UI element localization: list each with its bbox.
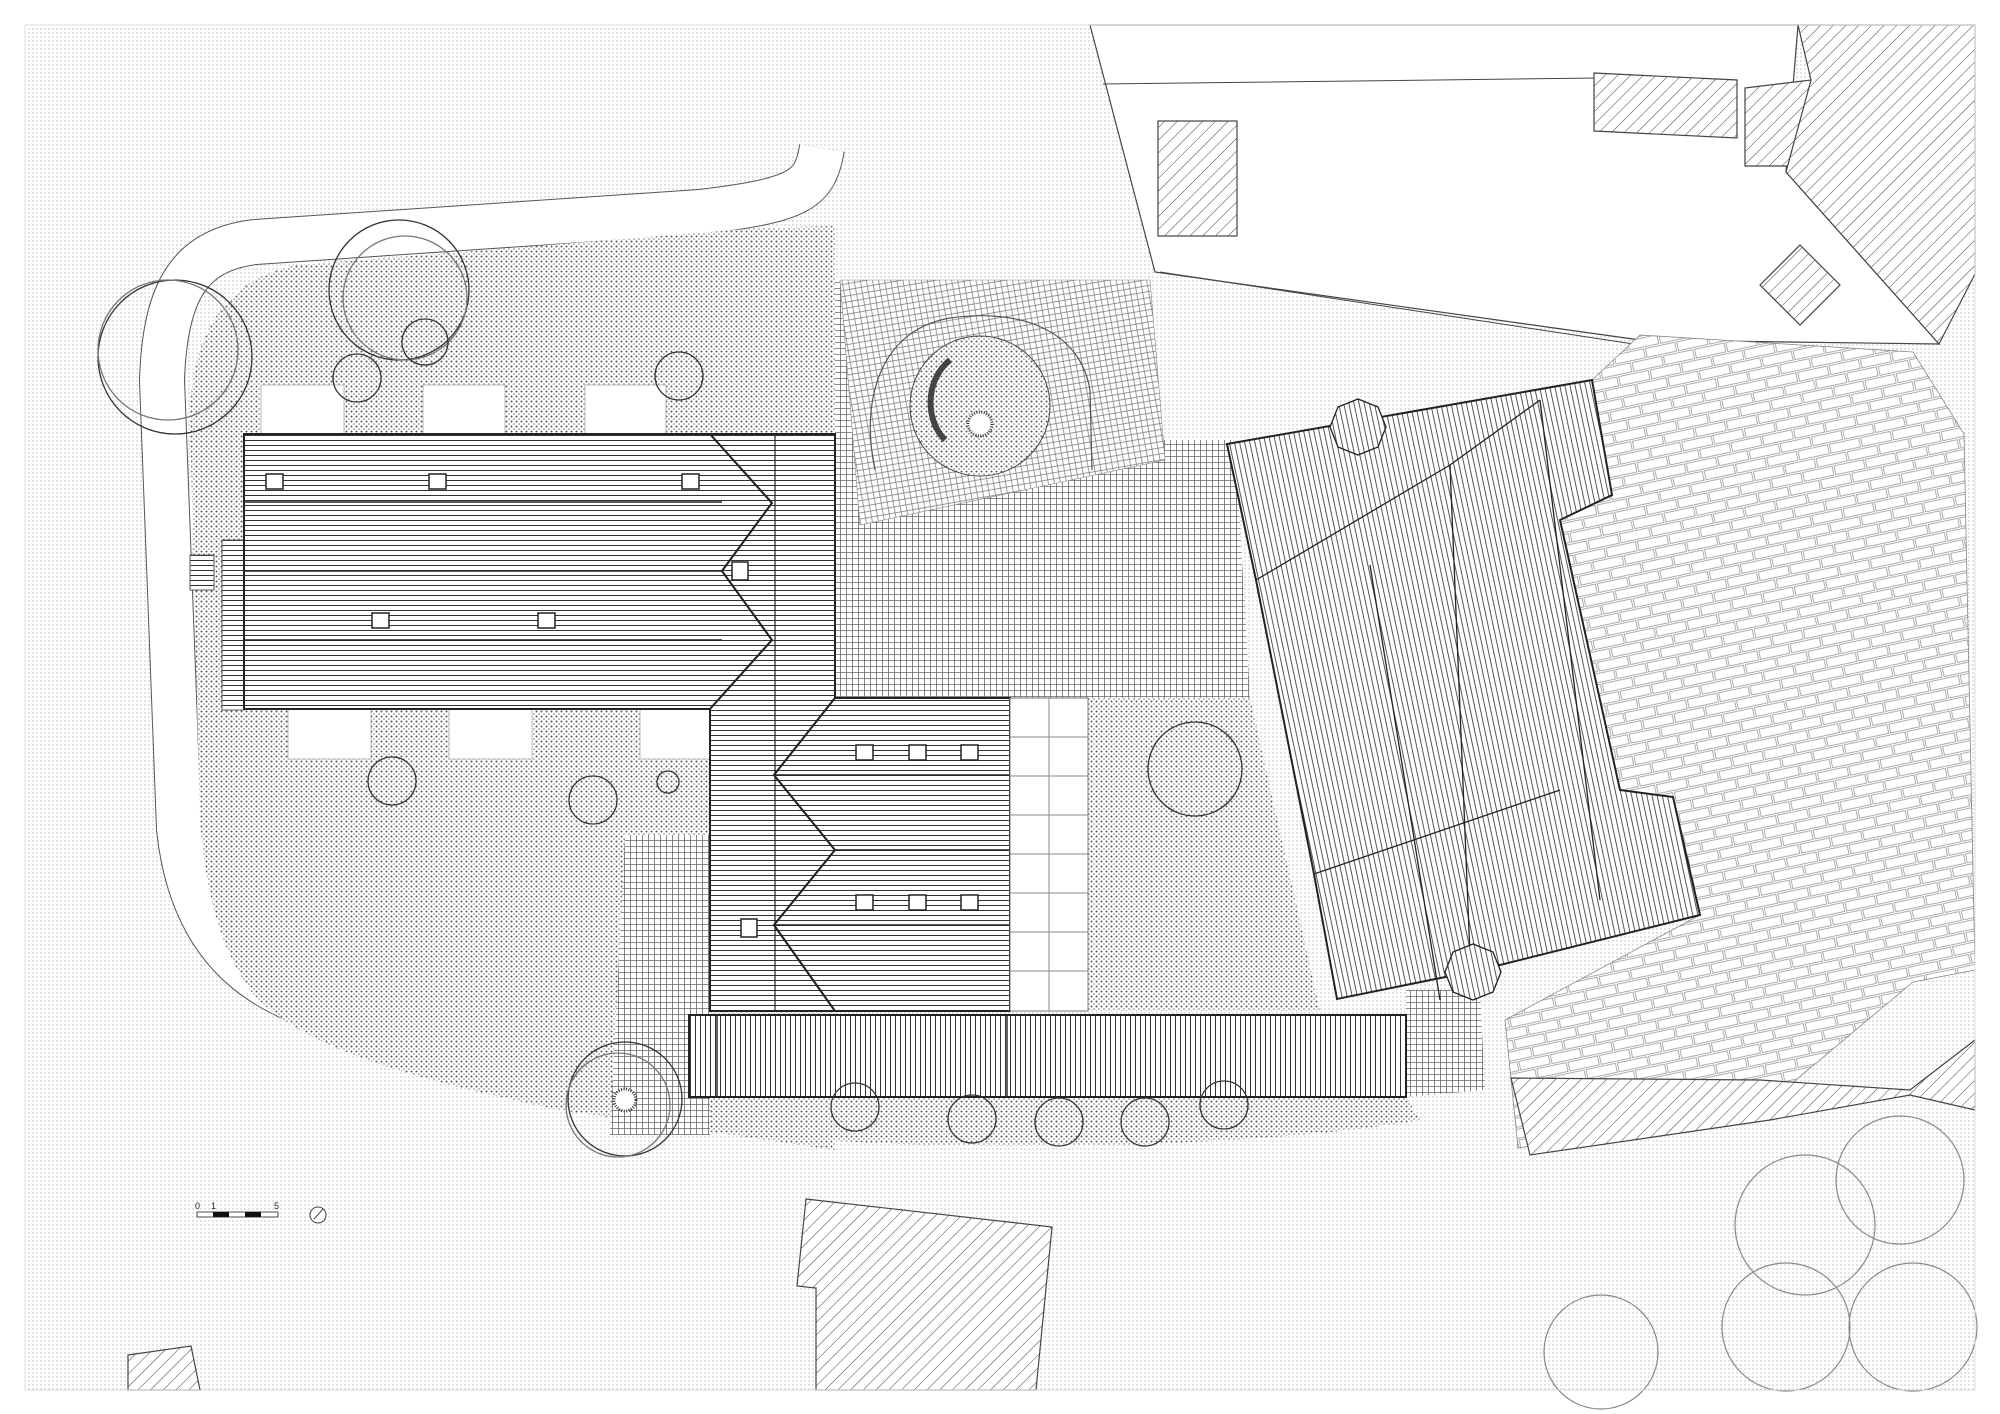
roof-windows	[265, 473, 979, 938]
plot-boundary	[1102, 77, 1641, 346]
scale-label-0: 0	[195, 1201, 200, 1211]
fountain	[869, 315, 1093, 477]
towers	[1329, 398, 1502, 1001]
path-paving	[610, 835, 710, 1135]
south-building-roof	[688, 1014, 1407, 1098]
scale-label-5: 5	[274, 1201, 279, 1211]
paving-grid	[1009, 697, 1089, 1012]
fountain-basin	[966, 410, 994, 438]
east-building-roof	[1225, 378, 1702, 1001]
steps	[189, 539, 245, 711]
gravel-courtyard	[1088, 698, 1320, 1011]
well	[612, 1087, 638, 1113]
gravel-south	[689, 1097, 1420, 1147]
scale-label-1: 1	[211, 1201, 216, 1211]
sheet-frame	[24, 24, 1976, 1391]
gray-trees	[1543, 1115, 1978, 1410]
scale-bar: 0 1 5	[195, 1201, 279, 1218]
trees	[97, 219, 1249, 1158]
terraces	[260, 384, 711, 760]
east-paving	[1406, 990, 1485, 1097]
north-arrow-icon	[309, 1206, 327, 1224]
